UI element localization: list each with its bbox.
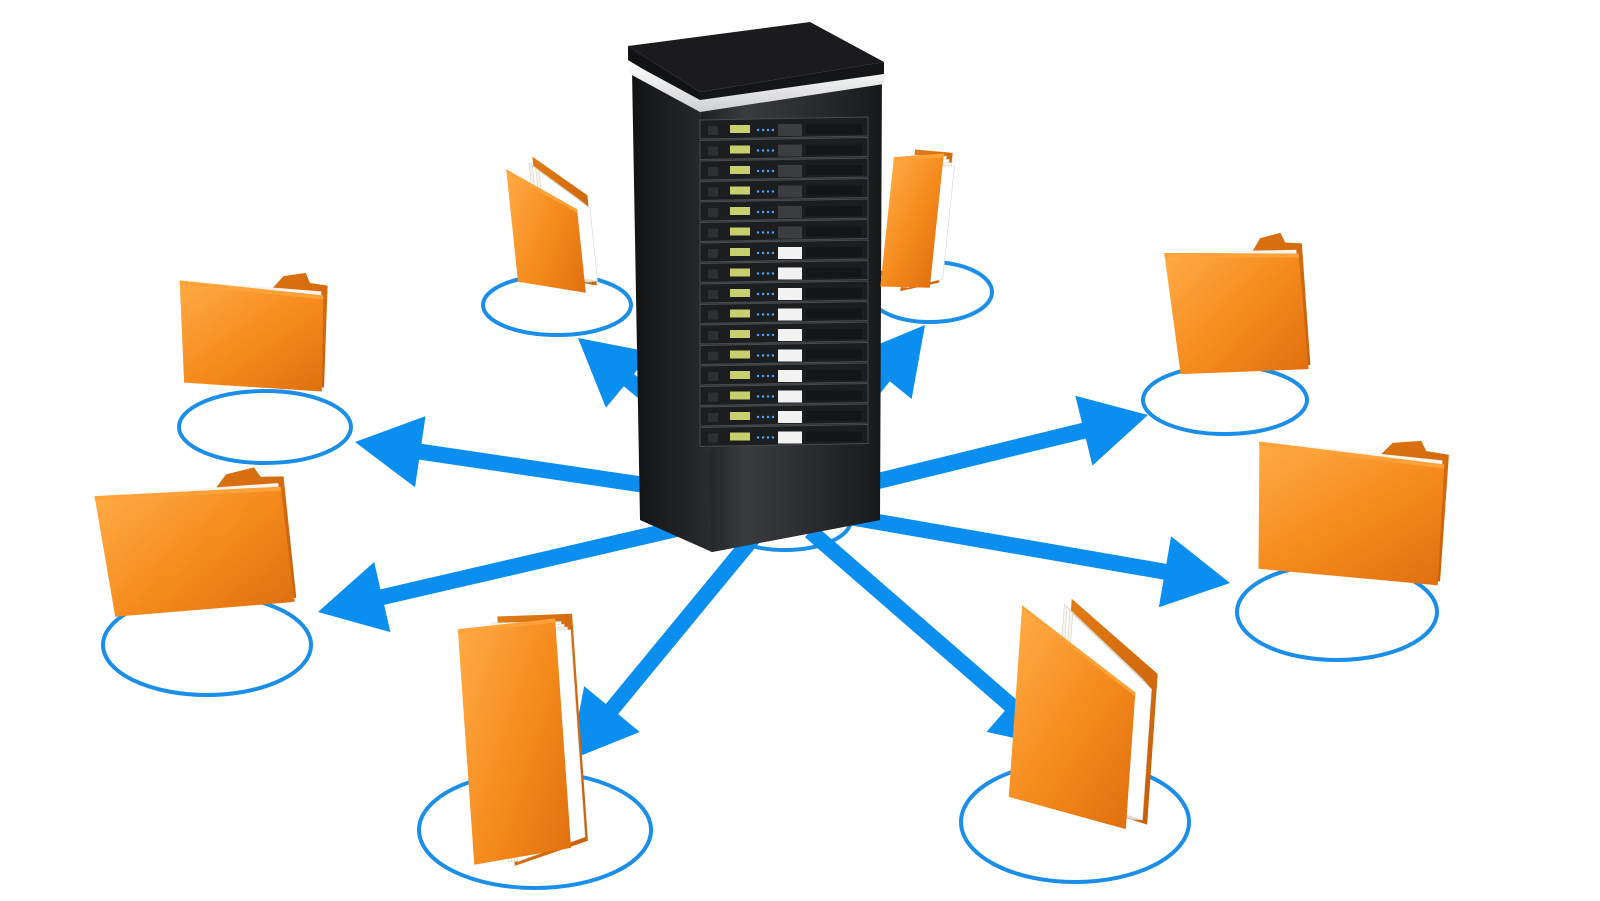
drive-bay <box>778 124 802 136</box>
drive-bay <box>778 206 802 218</box>
folder-icon-top-left <box>506 156 598 293</box>
drive-bay <box>778 390 802 403</box>
led-indicator <box>730 391 750 400</box>
server-side <box>632 70 712 552</box>
folder-icon-top-right <box>880 149 955 292</box>
led-indicator <box>730 207 750 215</box>
arrow-6 <box>570 530 761 760</box>
rack-unit <box>699 321 869 345</box>
ring-3 <box>1141 364 1309 436</box>
drive-bay <box>778 247 802 259</box>
drive-bay <box>778 308 802 321</box>
rack-unit <box>699 341 869 366</box>
led-indicator <box>730 371 750 379</box>
folder-icon-right-lower <box>1258 440 1449 586</box>
folders-group <box>94 149 1449 866</box>
ring-2 <box>177 389 353 465</box>
led-indicator <box>730 186 750 195</box>
arrow-5 <box>818 503 1230 608</box>
arrow-4 <box>318 506 743 633</box>
arrow-7 <box>804 525 1060 748</box>
rack-unit <box>699 362 869 386</box>
led-indicator <box>730 289 750 297</box>
led-indicator <box>730 309 750 318</box>
drive-bay <box>778 185 802 198</box>
rack-unit <box>699 280 869 304</box>
led-indicator <box>730 227 750 236</box>
rack-unit <box>699 198 869 222</box>
rack-unit <box>699 177 869 202</box>
rack-unit <box>699 116 869 140</box>
folder-icon-bottom-right <box>1008 598 1158 830</box>
drive-bay <box>778 431 802 444</box>
rack-unit <box>699 136 869 161</box>
arrow-3 <box>816 395 1148 504</box>
rack-unit <box>699 239 869 263</box>
rack-unit <box>699 259 869 284</box>
drive-bay <box>778 370 802 382</box>
led-indicator <box>730 330 750 338</box>
drive-bay <box>778 349 802 362</box>
rack-unit <box>699 157 869 181</box>
drive-bay <box>778 329 802 341</box>
led-indicator <box>730 145 750 154</box>
folder-icon-left-upper <box>179 272 328 392</box>
drive-bay <box>778 144 802 157</box>
led-indicator <box>730 125 750 133</box>
led-indicator <box>730 268 750 277</box>
drive-bay <box>778 165 802 177</box>
folder-icon-right-upper <box>1164 232 1311 375</box>
server-white-strip <box>630 62 884 112</box>
folder-icon-bottom-left <box>457 613 588 866</box>
led-indicator <box>730 432 750 441</box>
led-indicator <box>730 350 750 359</box>
server-rack-icon <box>628 22 884 552</box>
server-top <box>628 22 884 92</box>
drive-bay <box>778 267 802 280</box>
folder-icon-left-lower <box>94 467 297 617</box>
server-rack-units <box>699 116 869 448</box>
led-indicator <box>730 248 750 256</box>
rack-unit <box>699 218 869 243</box>
led-indicator <box>730 166 750 174</box>
drive-bay <box>778 411 802 423</box>
rack-unit <box>699 423 869 448</box>
drive-bay <box>778 226 802 239</box>
rack-unit <box>699 382 869 407</box>
led-indicator <box>730 412 750 420</box>
rack-unit <box>699 403 869 427</box>
drive-bay <box>778 288 802 300</box>
rack-unit <box>699 300 869 325</box>
